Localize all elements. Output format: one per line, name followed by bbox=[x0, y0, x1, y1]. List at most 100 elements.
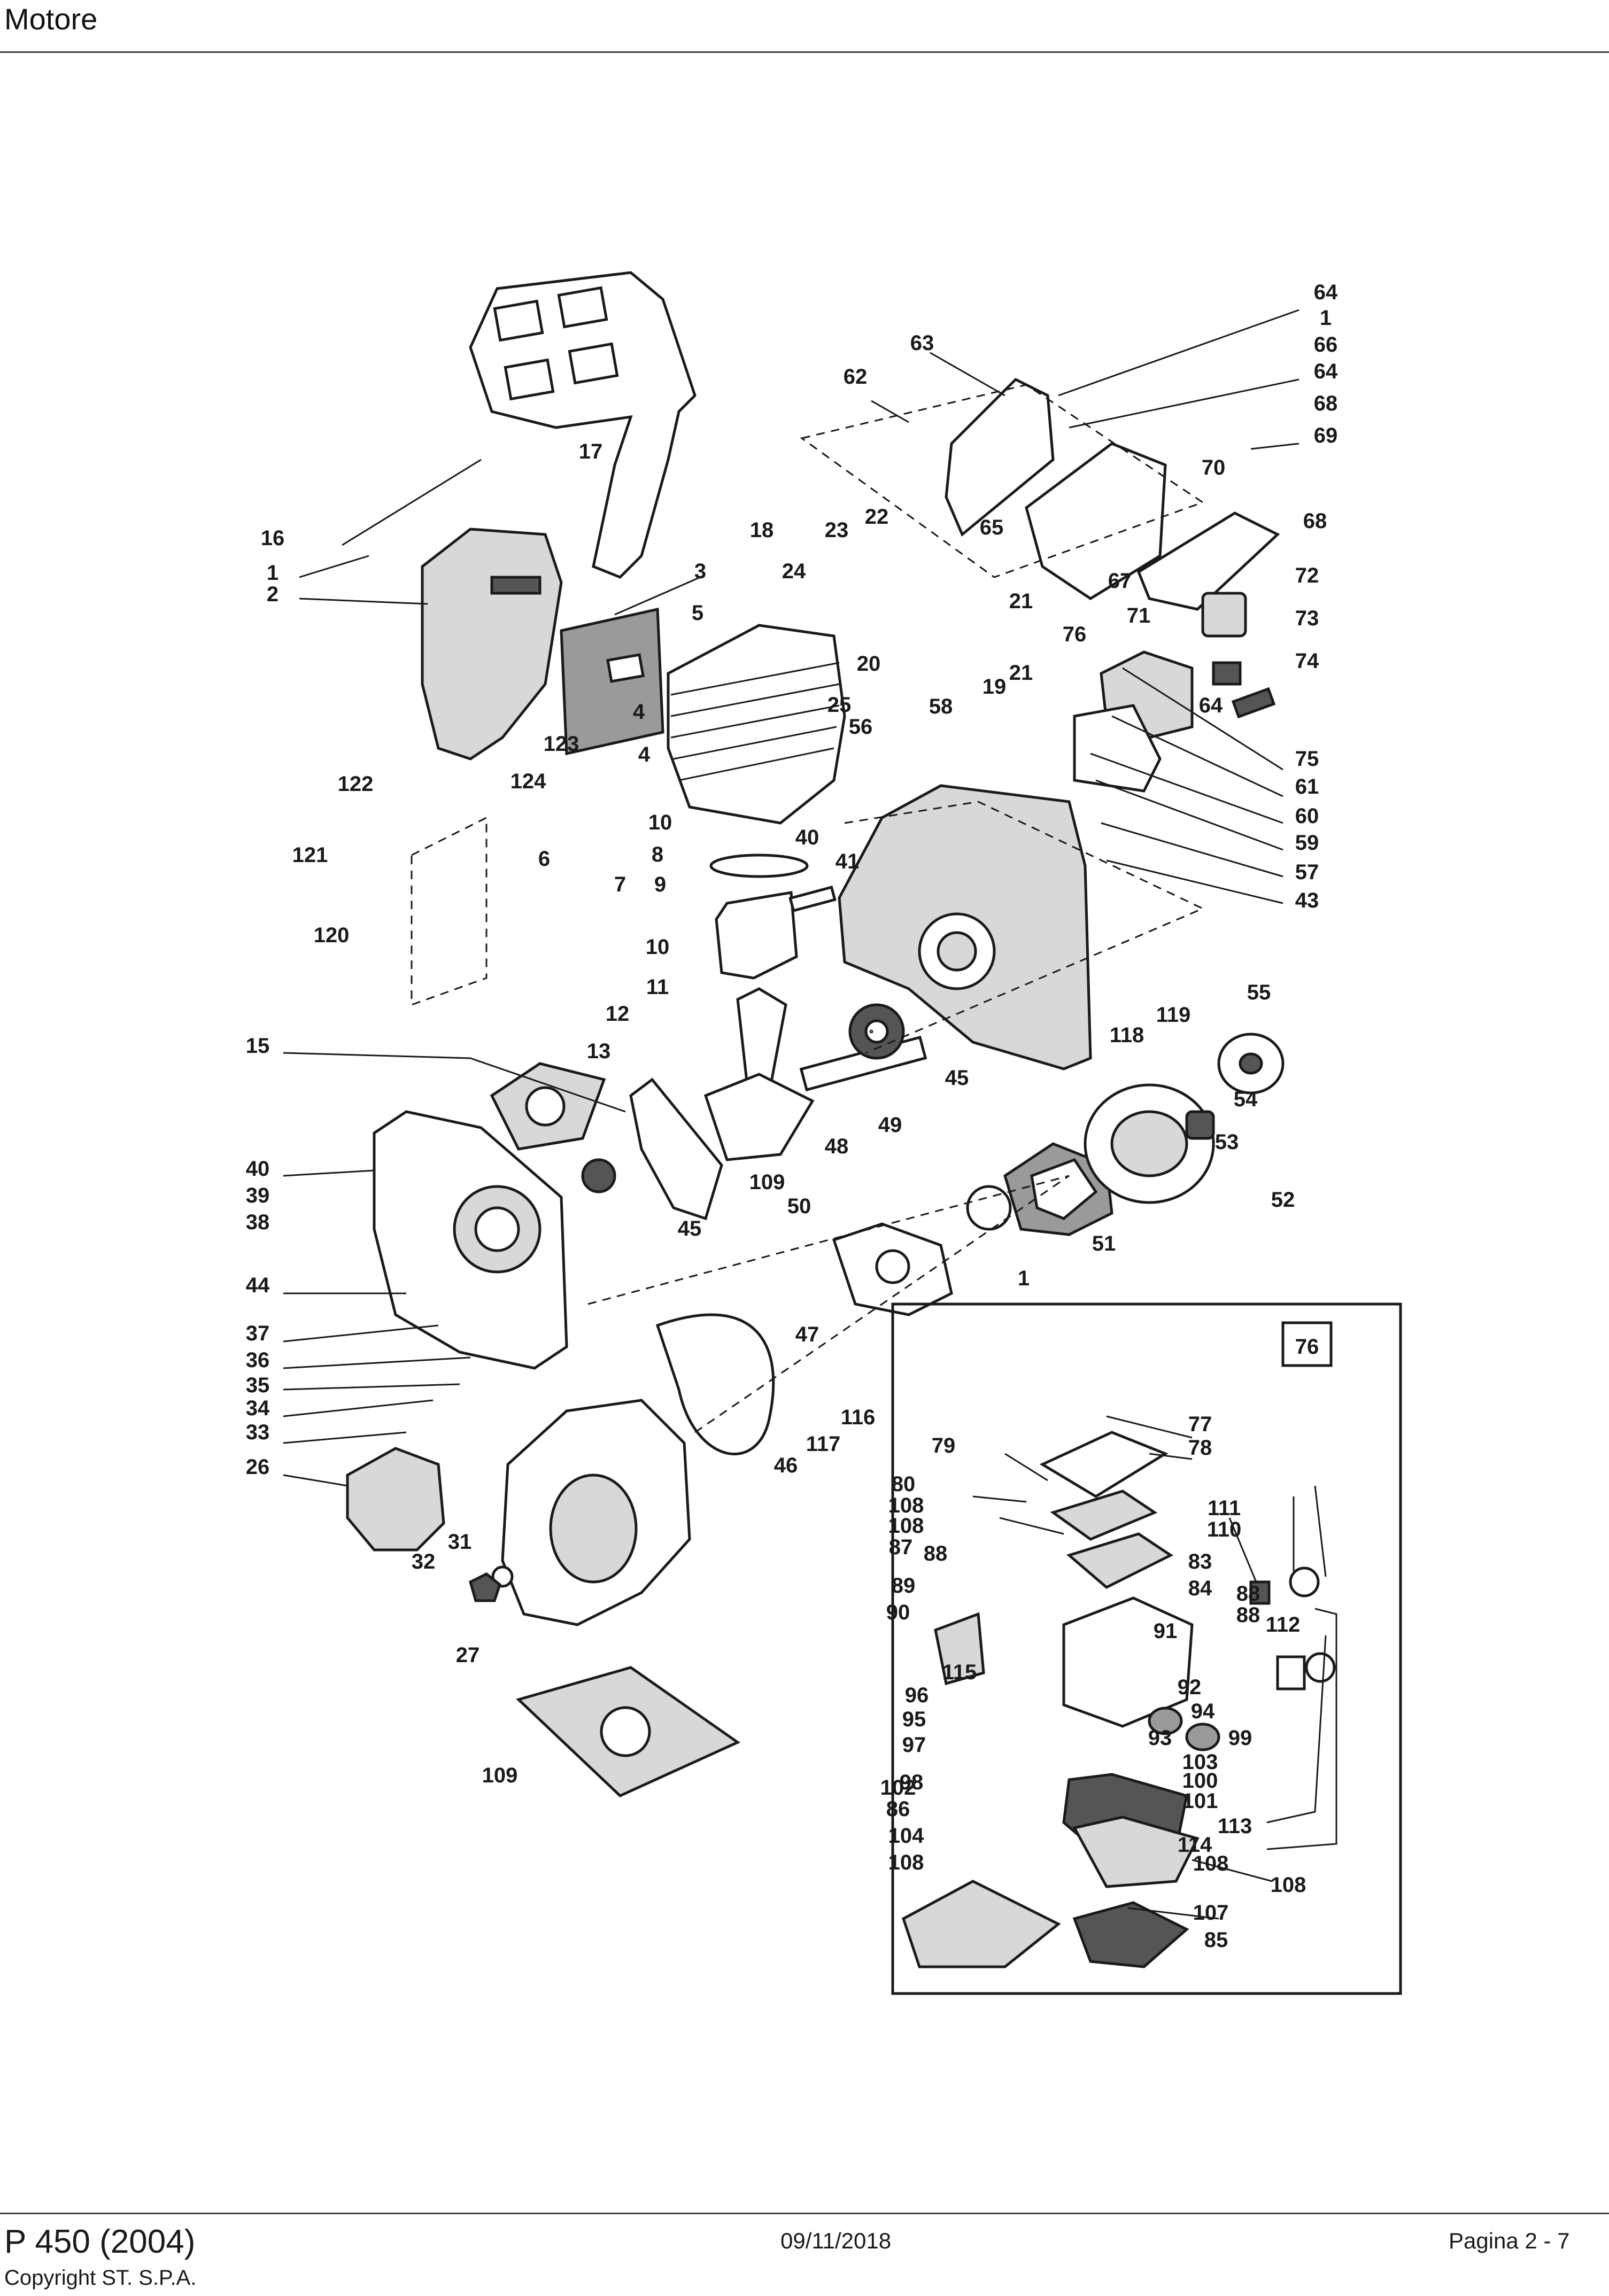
callout-label: 114 bbox=[1178, 1833, 1212, 1857]
callout-label: 83 bbox=[1188, 1550, 1212, 1573]
footer-divider bbox=[0, 2213, 1609, 2214]
callout-label: 123 bbox=[544, 732, 579, 756]
callout-label: 8 bbox=[652, 843, 663, 866]
assembly-line-lower bbox=[587, 1175, 1070, 1433]
callout-label: 19 bbox=[983, 675, 1007, 699]
callout-label: 43 bbox=[1295, 889, 1319, 912]
callout-label: 109 bbox=[749, 1170, 785, 1194]
callout-label: 115 bbox=[942, 1661, 977, 1684]
callout-label: 121 bbox=[292, 843, 328, 867]
callout-label: 108 bbox=[888, 1851, 924, 1874]
callout-label: 85 bbox=[1204, 1928, 1228, 1952]
callout-label: 108 bbox=[1193, 1852, 1229, 1875]
callout-label: 15 bbox=[246, 1034, 270, 1058]
muffler bbox=[421, 528, 563, 761]
footer-page-number: Pagina 2 - 7 bbox=[1449, 2228, 1570, 2253]
callout-label: 78 bbox=[1188, 1436, 1212, 1460]
bearing-seal bbox=[581, 1158, 616, 1193]
clutch-washer bbox=[966, 1185, 1012, 1231]
callout-label: 117 bbox=[806, 1432, 841, 1456]
piston-assembly bbox=[709, 854, 837, 980]
muffler-gasket bbox=[560, 607, 664, 756]
callout-label: 33 bbox=[246, 1421, 270, 1444]
callout-label: 1 bbox=[1320, 306, 1332, 330]
carb-spacer bbox=[1212, 661, 1242, 686]
inset-badge-box bbox=[1281, 1321, 1333, 1367]
flywheel bbox=[501, 1399, 691, 1626]
callout-label: 55 bbox=[1247, 981, 1271, 1004]
needle-bearing bbox=[1185, 1110, 1215, 1140]
callout-label: 120 bbox=[314, 924, 350, 947]
callout-label: 41 bbox=[836, 850, 860, 873]
callout-label: 56 bbox=[849, 715, 873, 739]
clutch-drum bbox=[1084, 1083, 1215, 1204]
callout-label: 67 bbox=[1108, 569, 1132, 593]
callout-label: 40 bbox=[246, 1157, 270, 1181]
callout-label: 24 bbox=[782, 560, 806, 583]
page-title: Motore bbox=[4, 2, 98, 36]
callout-label: 108 bbox=[1271, 1873, 1306, 1897]
callout-label: 31 bbox=[448, 1530, 472, 1554]
callout-label: 77 bbox=[1188, 1413, 1212, 1436]
callout-label: 3 bbox=[694, 560, 706, 583]
callout-label: 11 bbox=[646, 975, 669, 999]
callout-label: 112 bbox=[1266, 1613, 1301, 1636]
clutch-shoes bbox=[1003, 1142, 1113, 1236]
assembly-line-upper bbox=[800, 384, 1205, 578]
callout-label: 94 bbox=[1191, 1700, 1215, 1723]
header-divider bbox=[0, 51, 1609, 53]
callout-label: 9 bbox=[654, 873, 666, 896]
callout-label: 20 bbox=[857, 652, 881, 676]
chain-brake-band bbox=[655, 1313, 775, 1455]
callout-label: 60 bbox=[1295, 804, 1319, 828]
carburetor-mount bbox=[945, 377, 1055, 537]
callout-label: 95 bbox=[902, 1708, 926, 1731]
assembly-line-left bbox=[411, 816, 488, 1006]
callout-label: 22 bbox=[865, 505, 889, 529]
callout-label: 1 bbox=[267, 561, 279, 585]
callout-label: 23 bbox=[825, 518, 849, 542]
callout-label: 100 bbox=[1182, 1769, 1218, 1793]
callout-label: 91 bbox=[1154, 1619, 1178, 1643]
callout-label: 101 bbox=[1182, 1789, 1218, 1813]
callout-label: 48 bbox=[825, 1135, 849, 1158]
callout-label: 58 bbox=[929, 695, 953, 718]
callout-label: 16 bbox=[261, 526, 285, 550]
lower-crankcase bbox=[373, 1110, 568, 1370]
ignition-coil bbox=[346, 1447, 445, 1552]
inset-leader-lines bbox=[972, 1415, 1337, 1920]
callout-label: 104 bbox=[888, 1824, 924, 1848]
callout-label: 99 bbox=[1228, 1726, 1252, 1750]
callout-label: 21 bbox=[1009, 661, 1033, 685]
callout-label: 51 bbox=[1092, 1232, 1116, 1255]
callout-label: 46 bbox=[774, 1454, 798, 1477]
gasket-set bbox=[516, 1666, 741, 1797]
callout-label: 50 bbox=[787, 1194, 811, 1218]
callout-label: 64 bbox=[1314, 360, 1338, 383]
callout-label: 2 bbox=[267, 583, 279, 606]
carburetor-inset-frame bbox=[891, 1302, 1402, 1995]
footer-date: 09/11/2018 bbox=[780, 2228, 892, 2253]
callout-label: 38 bbox=[246, 1211, 270, 1234]
callout-label: 52 bbox=[1271, 1188, 1295, 1212]
callout-label: 96 bbox=[905, 1684, 929, 1707]
callout-label: 61 bbox=[1295, 775, 1319, 798]
callout-label: 32 bbox=[412, 1550, 436, 1573]
intake-manifold bbox=[1025, 442, 1167, 600]
callout-label: 64 bbox=[1314, 281, 1338, 304]
callout-label: 108 bbox=[888, 1494, 924, 1517]
callout-label: 37 bbox=[246, 1322, 270, 1345]
inset-badge: 76 bbox=[1295, 1335, 1319, 1359]
callout-label: 74 bbox=[1295, 649, 1319, 673]
callout-label: 70 bbox=[1202, 456, 1226, 479]
callout-label: 87 bbox=[889, 1535, 913, 1559]
callout-label: 65 bbox=[980, 516, 1004, 539]
callout-label: 68 bbox=[1303, 509, 1327, 533]
callout-label: 44 bbox=[246, 1274, 270, 1297]
callout-label: 10 bbox=[648, 811, 672, 834]
oil-pump bbox=[832, 1222, 953, 1316]
callout-label: 118 bbox=[1110, 1023, 1144, 1047]
callout-label: 89 bbox=[892, 1574, 916, 1597]
callout-label: 18 bbox=[750, 518, 774, 542]
